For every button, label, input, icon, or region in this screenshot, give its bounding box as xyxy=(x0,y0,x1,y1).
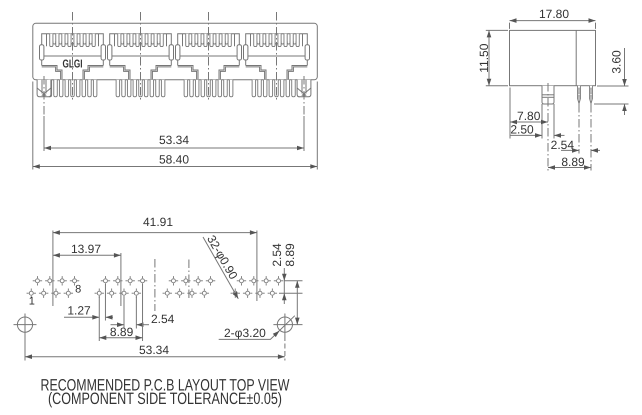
svg-text:1.27: 1.27 xyxy=(67,303,91,317)
svg-text:(COMPONENT SIDE TOLERANCE±0.05: (COMPONENT SIDE TOLERANCE±0.05) xyxy=(48,390,282,408)
svg-text:11.50: 11.50 xyxy=(477,43,491,72)
svg-text:7.80: 7.80 xyxy=(517,109,541,123)
svg-text:8.89: 8.89 xyxy=(110,325,134,339)
svg-text:3.60: 3.60 xyxy=(609,50,623,74)
svg-text:58.40: 58.40 xyxy=(159,152,189,166)
svg-text:13.97: 13.97 xyxy=(71,242,101,256)
svg-text:8.89: 8.89 xyxy=(561,155,585,169)
svg-text:2.54: 2.54 xyxy=(151,312,175,326)
svg-text:53.34: 53.34 xyxy=(139,343,169,357)
svg-text:53.34: 53.34 xyxy=(159,133,189,147)
svg-text:17.80: 17.80 xyxy=(539,7,569,21)
svg-text:2.54: 2.54 xyxy=(551,138,575,152)
svg-text:1: 1 xyxy=(29,295,35,307)
svg-text:RECOMMENDED P.C.B LAYOUT TOP V: RECOMMENDED P.C.B LAYOUT TOP VIEW xyxy=(41,376,290,394)
svg-text:2.50: 2.50 xyxy=(510,123,534,137)
svg-text:41.91: 41.91 xyxy=(143,215,173,229)
svg-text:8.89: 8.89 xyxy=(283,243,297,267)
svg-text:2-φ3.20: 2-φ3.20 xyxy=(224,326,266,340)
svg-text:2.54: 2.54 xyxy=(270,243,284,267)
svg-text:8: 8 xyxy=(75,283,81,295)
